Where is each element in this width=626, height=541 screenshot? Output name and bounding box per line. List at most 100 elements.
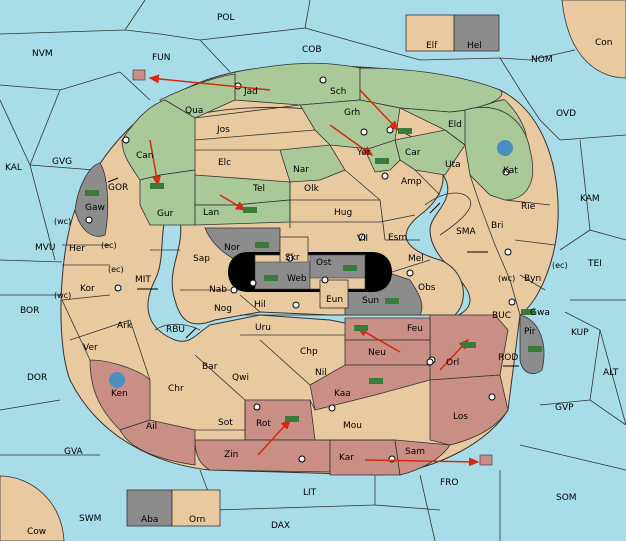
label-hil: Hil	[254, 300, 266, 310]
army-units	[85, 128, 542, 422]
sea-buc: BUC	[492, 311, 511, 321]
label-sot: Sot	[218, 418, 233, 428]
label-vil: Vil	[357, 234, 368, 244]
box-orn[interactable]	[171, 489, 221, 527]
label-hel: Hel	[467, 41, 482, 51]
label-chr: Chr	[168, 384, 184, 394]
land-labels: Jad Sch Qua Jos Grh Eld Can Elc Nar Yor …	[69, 87, 550, 463]
label-sam: Sam	[405, 447, 425, 457]
label-jos: Jos	[216, 125, 230, 135]
land-eun[interactable]	[319, 279, 349, 309]
label-gaw: Gaw	[85, 203, 105, 213]
sea-cob: COB	[302, 45, 322, 55]
label-pir: Pir	[524, 327, 536, 337]
label-byn: Byn	[524, 274, 541, 284]
label-kaa: Kaa	[334, 389, 351, 399]
label-sap: Sap	[193, 254, 210, 264]
label-can: Can	[136, 151, 154, 161]
label-elf: Elf	[426, 41, 438, 51]
label-eun: Eun	[326, 295, 343, 305]
label-uru: Uru	[255, 323, 271, 333]
sea-sma: SMA	[456, 227, 476, 237]
sea-nom: NOM	[531, 55, 553, 65]
label-ail: Ail	[146, 422, 157, 432]
coast-wc-byn: (wc)	[498, 274, 515, 283]
rbu-channel	[154, 323, 201, 331]
label-neu: Neu	[368, 348, 386, 358]
land-jad[interactable]	[234, 62, 361, 106]
sea-labels: POL NVM FUN COB NOM OVD KAM TEI KAL GVG …	[5, 13, 619, 531]
adjacency-arrows	[107, 177, 519, 367]
sea-fro: FRO	[440, 478, 459, 488]
label-hug: Hug	[334, 208, 352, 218]
sea-gvg: GVG	[52, 157, 72, 167]
label-kat: Kat	[503, 166, 518, 176]
sea-dax: DAX	[271, 521, 290, 531]
sea-mvu: MVU	[35, 243, 56, 253]
sea-kup: KUP	[571, 328, 589, 338]
land-ail[interactable]	[119, 419, 196, 466]
land-yor[interactable]	[364, 139, 401, 173]
sea-gor: GOR	[108, 183, 128, 193]
land-sam[interactable]	[394, 439, 451, 476]
label-bri: Bri	[491, 221, 503, 231]
sea-tei: TEI	[587, 259, 602, 269]
land-web[interactable]	[254, 261, 311, 290]
label-orn: Orn	[189, 515, 205, 525]
sea-kal: KAL	[5, 163, 22, 173]
coast-wc-kor: (wc)	[54, 291, 71, 300]
sea-som: SOM	[556, 493, 577, 503]
label-car: Car	[405, 148, 421, 158]
label-nor: Nor	[224, 243, 240, 253]
land-gaw[interactable]	[74, 162, 109, 237]
corner-labels: Con Cow Elf Hel Aba Orn	[27, 38, 613, 537]
land-pir[interactable]	[519, 314, 545, 374]
label-sch: Sch	[330, 87, 346, 97]
label-web: Web	[287, 274, 307, 284]
sea-nvm: NVM	[32, 49, 53, 59]
sea-alt: ALT	[603, 368, 619, 378]
land-nar[interactable]	[279, 144, 346, 183]
fleet-units	[109, 69, 513, 466]
label-nar: Nar	[293, 165, 309, 175]
label-chp: Chp	[300, 347, 318, 357]
supply-centers	[85, 76, 516, 463]
sea-mit: MIT	[135, 275, 151, 285]
coast-ec-her: (ec)	[101, 241, 117, 250]
label-eld: Eld	[448, 120, 462, 130]
label-feu: Feu	[407, 324, 423, 334]
sea-swm: SWM	[79, 514, 101, 524]
label-olk: Olk	[304, 184, 320, 194]
label-jad: Jad	[243, 87, 258, 97]
label-nog: Nog	[214, 304, 232, 314]
coast-ec-byn: (ec)	[552, 261, 568, 270]
label-obs: Obs	[418, 283, 436, 293]
label-gwa: Gwa	[530, 308, 550, 318]
label-cow: Cow	[27, 527, 46, 537]
label-elc: Elc	[218, 158, 231, 168]
label-tel: Tel	[252, 184, 265, 194]
label-grh: Grh	[344, 108, 360, 118]
coast-ec-kor: (ec)	[108, 265, 124, 274]
label-orl: Orl	[446, 358, 459, 368]
label-skr: Skr	[285, 253, 300, 263]
sea-gvp: GVP	[555, 403, 574, 413]
label-qua: Qua	[185, 106, 203, 116]
box-hel[interactable]	[453, 14, 500, 52]
label-aba: Aba	[141, 515, 158, 525]
sea-rbu: RBU	[166, 325, 185, 335]
land-ost[interactable]	[309, 254, 366, 279]
label-her: Her	[69, 244, 85, 254]
sea-kam: KAM	[580, 194, 600, 204]
land-borders	[61, 104, 556, 441]
land-zin[interactable]	[194, 439, 331, 473]
label-lan: Lan	[203, 208, 219, 218]
sea-fun: FUN	[152, 53, 171, 63]
label-sun: Sun	[362, 296, 379, 306]
label-yor: Yor	[356, 148, 371, 158]
sma-channel	[424, 192, 472, 236]
land-neu[interactable]	[344, 339, 431, 366]
box-elf[interactable]	[405, 14, 455, 52]
